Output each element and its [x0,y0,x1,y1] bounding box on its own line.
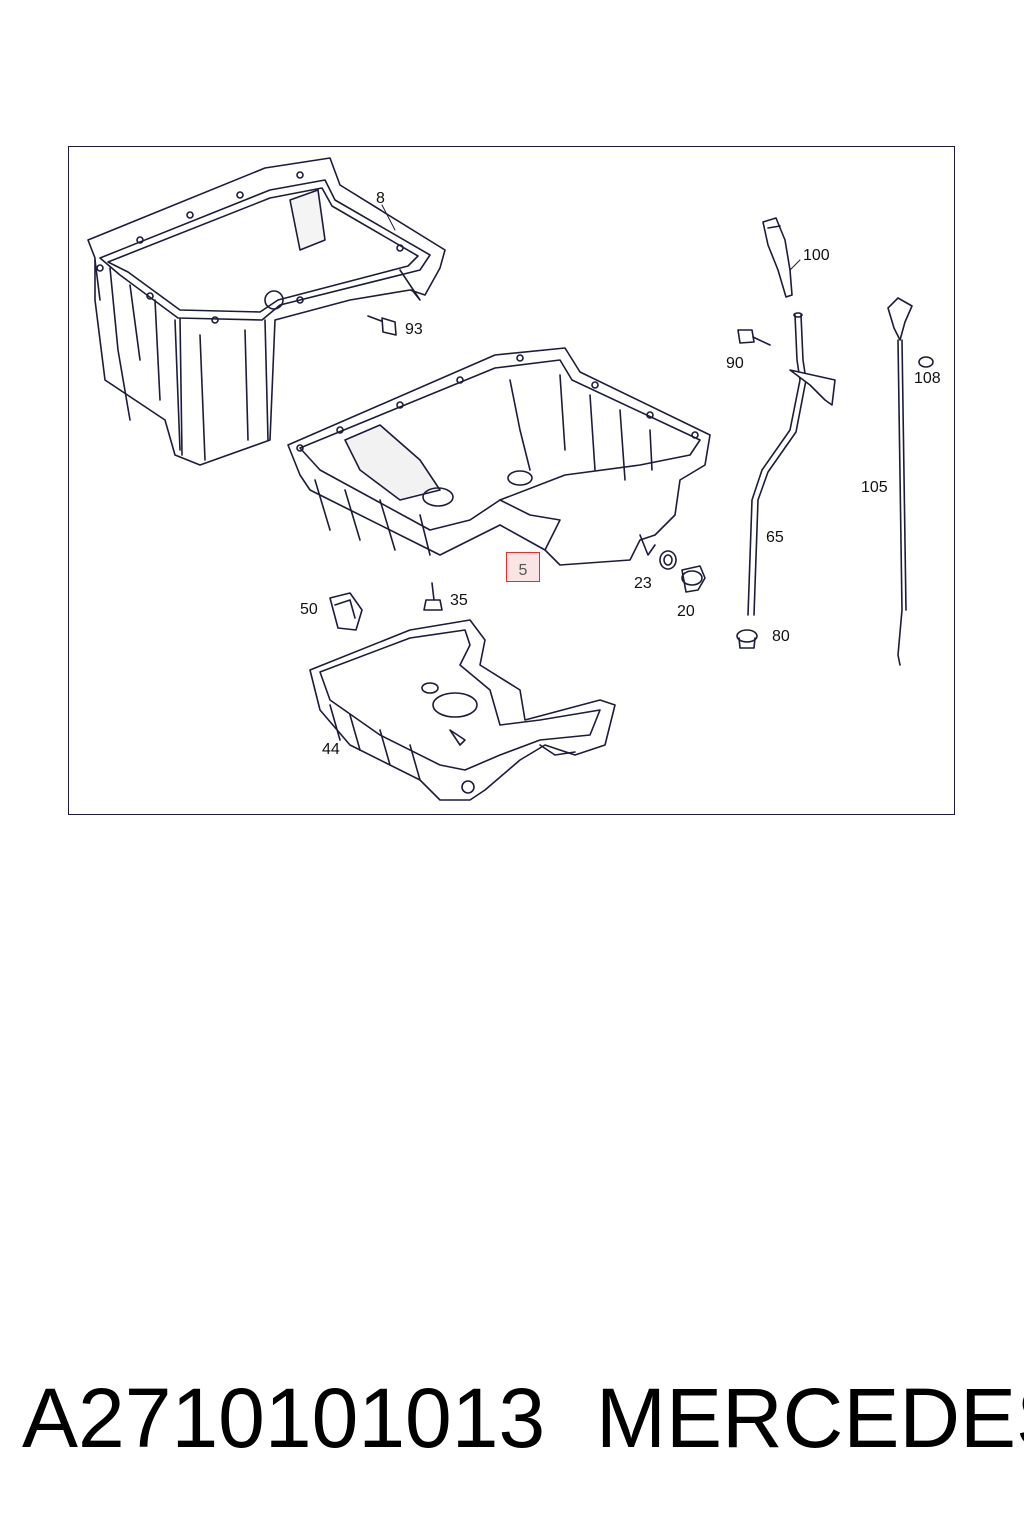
lower-oil-pan-part-5 [287,347,711,566]
sensor-part-100 [762,217,793,298]
callout-35: 35 [450,592,468,609]
seal-ring-part-23 [659,550,677,570]
callout-20: 20 [677,603,695,620]
callout-80: 80 [772,628,790,645]
callout-65: 65 [766,529,784,546]
dipstick-part-105 [887,297,913,666]
drain-plug-part-20 [681,565,706,593]
callout-105: 105 [861,479,888,496]
callout-108: 108 [914,370,941,387]
callout-8: 8 [376,190,385,207]
part-number-text: A2710101013 [22,1371,546,1465]
callout-23: 23 [634,575,652,592]
upper-oil-pan-part-8 [87,157,446,466]
parts-diagram [87,157,934,801]
bolt-part-35 [423,582,443,611]
callout-5-highlight[interactable]: 5 [506,552,540,582]
callout-44: 44 [322,741,340,758]
dipstick-tube-part-65 [747,312,836,616]
leader-lines [381,204,801,271]
brand-text: MERCEDES [596,1371,1024,1465]
clip-part-50 [329,592,363,631]
callout-100: 100 [803,247,830,264]
callout-93: 93 [405,321,423,338]
plug-part-80 [736,629,758,649]
oring-part-108 [918,356,934,368]
callout-50: 50 [300,601,318,618]
oil-pan-shield-part-44 [309,619,616,801]
bolt-part-90 [737,329,771,346]
callout-90: 90 [726,355,744,372]
bolt-part-93 [367,315,397,336]
